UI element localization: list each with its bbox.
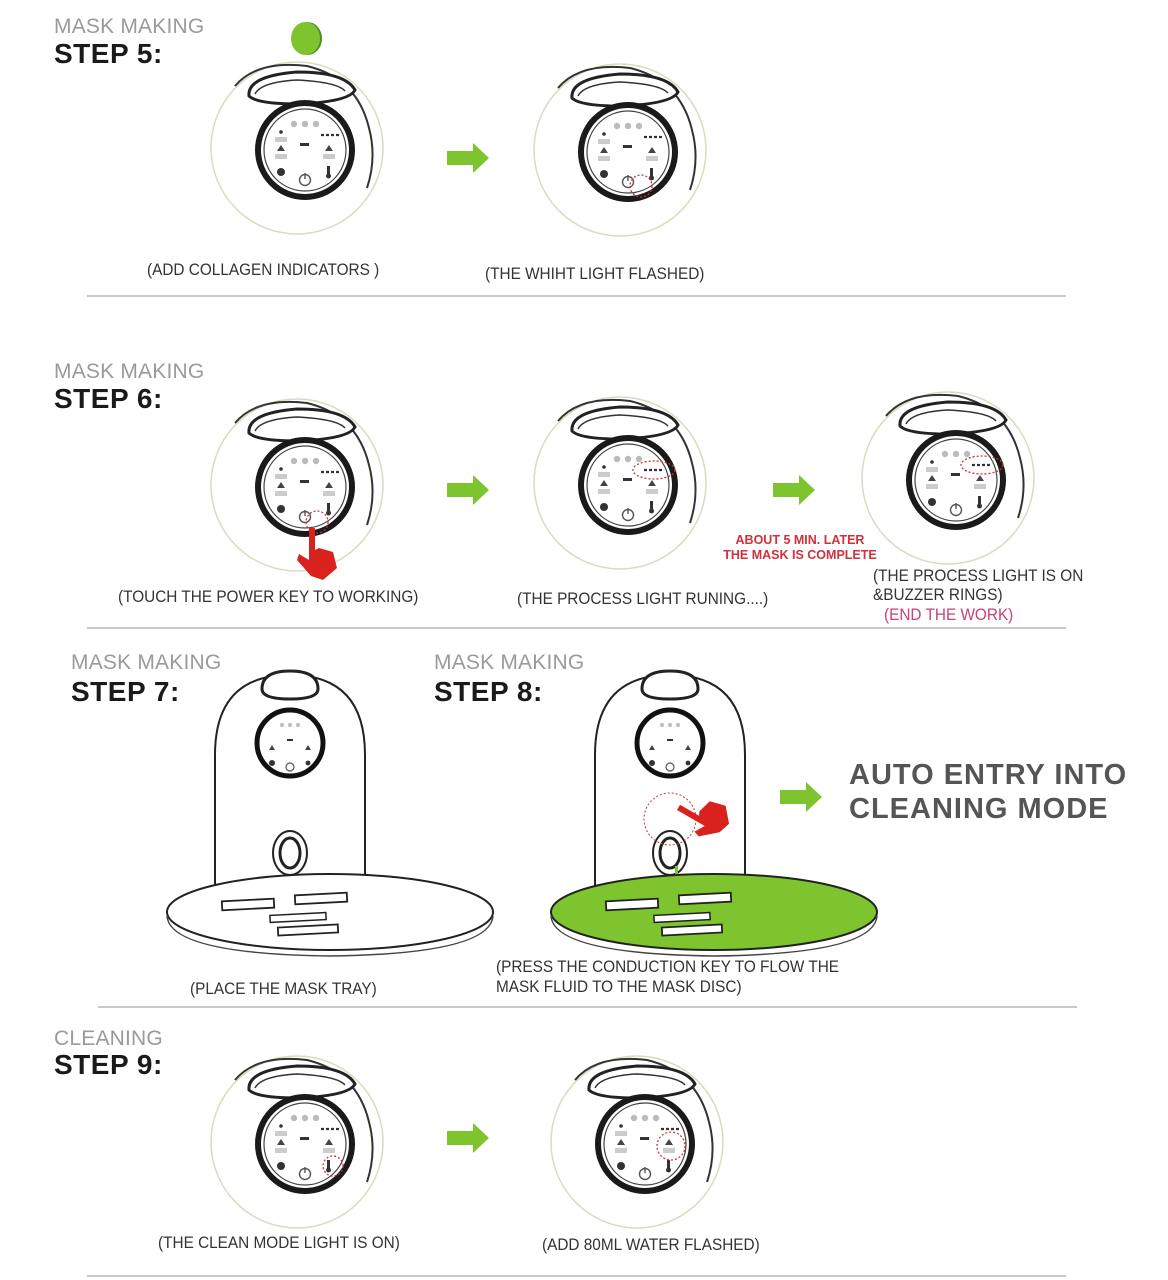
green-arrow-icon xyxy=(447,143,489,173)
divider xyxy=(98,1006,1077,1008)
category-label: MASK MAKING xyxy=(434,651,585,674)
step-title: STEP 7: xyxy=(71,676,180,707)
step-title: STEP 8: xyxy=(434,676,543,707)
caption: (TOUCH THE POWER KEY TO WORKING) xyxy=(118,588,419,606)
auto-cleaning-label-line-1: AUTO ENTRY INTO xyxy=(849,759,1128,791)
time-note-line-2: THE MASK IS COMPLETE xyxy=(723,548,877,562)
divider xyxy=(87,1275,1066,1277)
category-label: MASK MAKING xyxy=(54,360,205,383)
green-arrow-icon xyxy=(773,475,815,505)
caption: (ADD COLLAGEN INDICATORS ) xyxy=(147,261,380,279)
mask-tray-filled-illustration xyxy=(550,873,878,957)
device-illustration-collagen xyxy=(297,148,298,149)
mask-tray-illustration xyxy=(166,873,494,957)
device-front-illustration xyxy=(670,795,671,796)
category-label: CLEANING xyxy=(54,1027,163,1050)
green-arrow-icon xyxy=(447,475,489,505)
step-title: STEP 6: xyxy=(54,383,163,414)
green-indicator-dot-icon xyxy=(291,22,320,55)
divider xyxy=(87,627,1066,629)
red-hand-pointer-icon xyxy=(297,528,337,580)
end-work-label: (END THE WORK) xyxy=(884,606,1014,624)
device-illustration-light-flashed xyxy=(620,150,621,151)
green-arrow-icon xyxy=(780,782,822,812)
device-illustration-add-water xyxy=(637,1142,638,1143)
auto-cleaning-label-line-2: CLEANING MODE xyxy=(849,793,1109,825)
category-label: MASK MAKING xyxy=(71,651,222,674)
device-illustration-power-key xyxy=(297,485,298,486)
divider xyxy=(87,295,1066,297)
step-title: STEP 9: xyxy=(54,1049,163,1080)
device-illustration-clean-mode xyxy=(297,1142,298,1143)
red-hand-pointer-icon xyxy=(671,785,737,847)
caption: (THE WHIHT LIGHT FLASHED) xyxy=(485,265,705,283)
time-note-line-1: ABOUT 5 MIN. LATER xyxy=(735,533,865,547)
time-note: ABOUT 5 MIN. LATER THE MASK IS COMPLETE xyxy=(713,533,887,563)
green-arrow-icon xyxy=(447,1123,489,1153)
caption: (ADD 80ML WATER FLASHED) xyxy=(542,1236,760,1254)
caption: (THE PROCESS LIGHT RUNING....) xyxy=(517,590,769,608)
device-illustration-process-running xyxy=(620,483,621,484)
device-front-illustration xyxy=(290,795,291,796)
caption: (PLACE THE MASK TRAY) xyxy=(190,980,377,998)
caption-line-2: &BUZZER RINGS) xyxy=(873,586,1003,604)
caption: (THE CLEAN MODE LIGHT IS ON) xyxy=(158,1234,400,1252)
step-title: STEP 5: xyxy=(54,38,163,69)
caption-line-1: (THE PROCESS LIGHT IS ON xyxy=(873,567,1084,585)
device-illustration-process-complete xyxy=(948,478,949,479)
caption-line-2: MASK FLUID TO THE MASK DISC) xyxy=(496,978,742,996)
category-label: MASK MAKING xyxy=(54,15,205,38)
caption-line-1: (PRESS THE CONDUCTION KEY TO FLOW THE xyxy=(496,958,840,976)
